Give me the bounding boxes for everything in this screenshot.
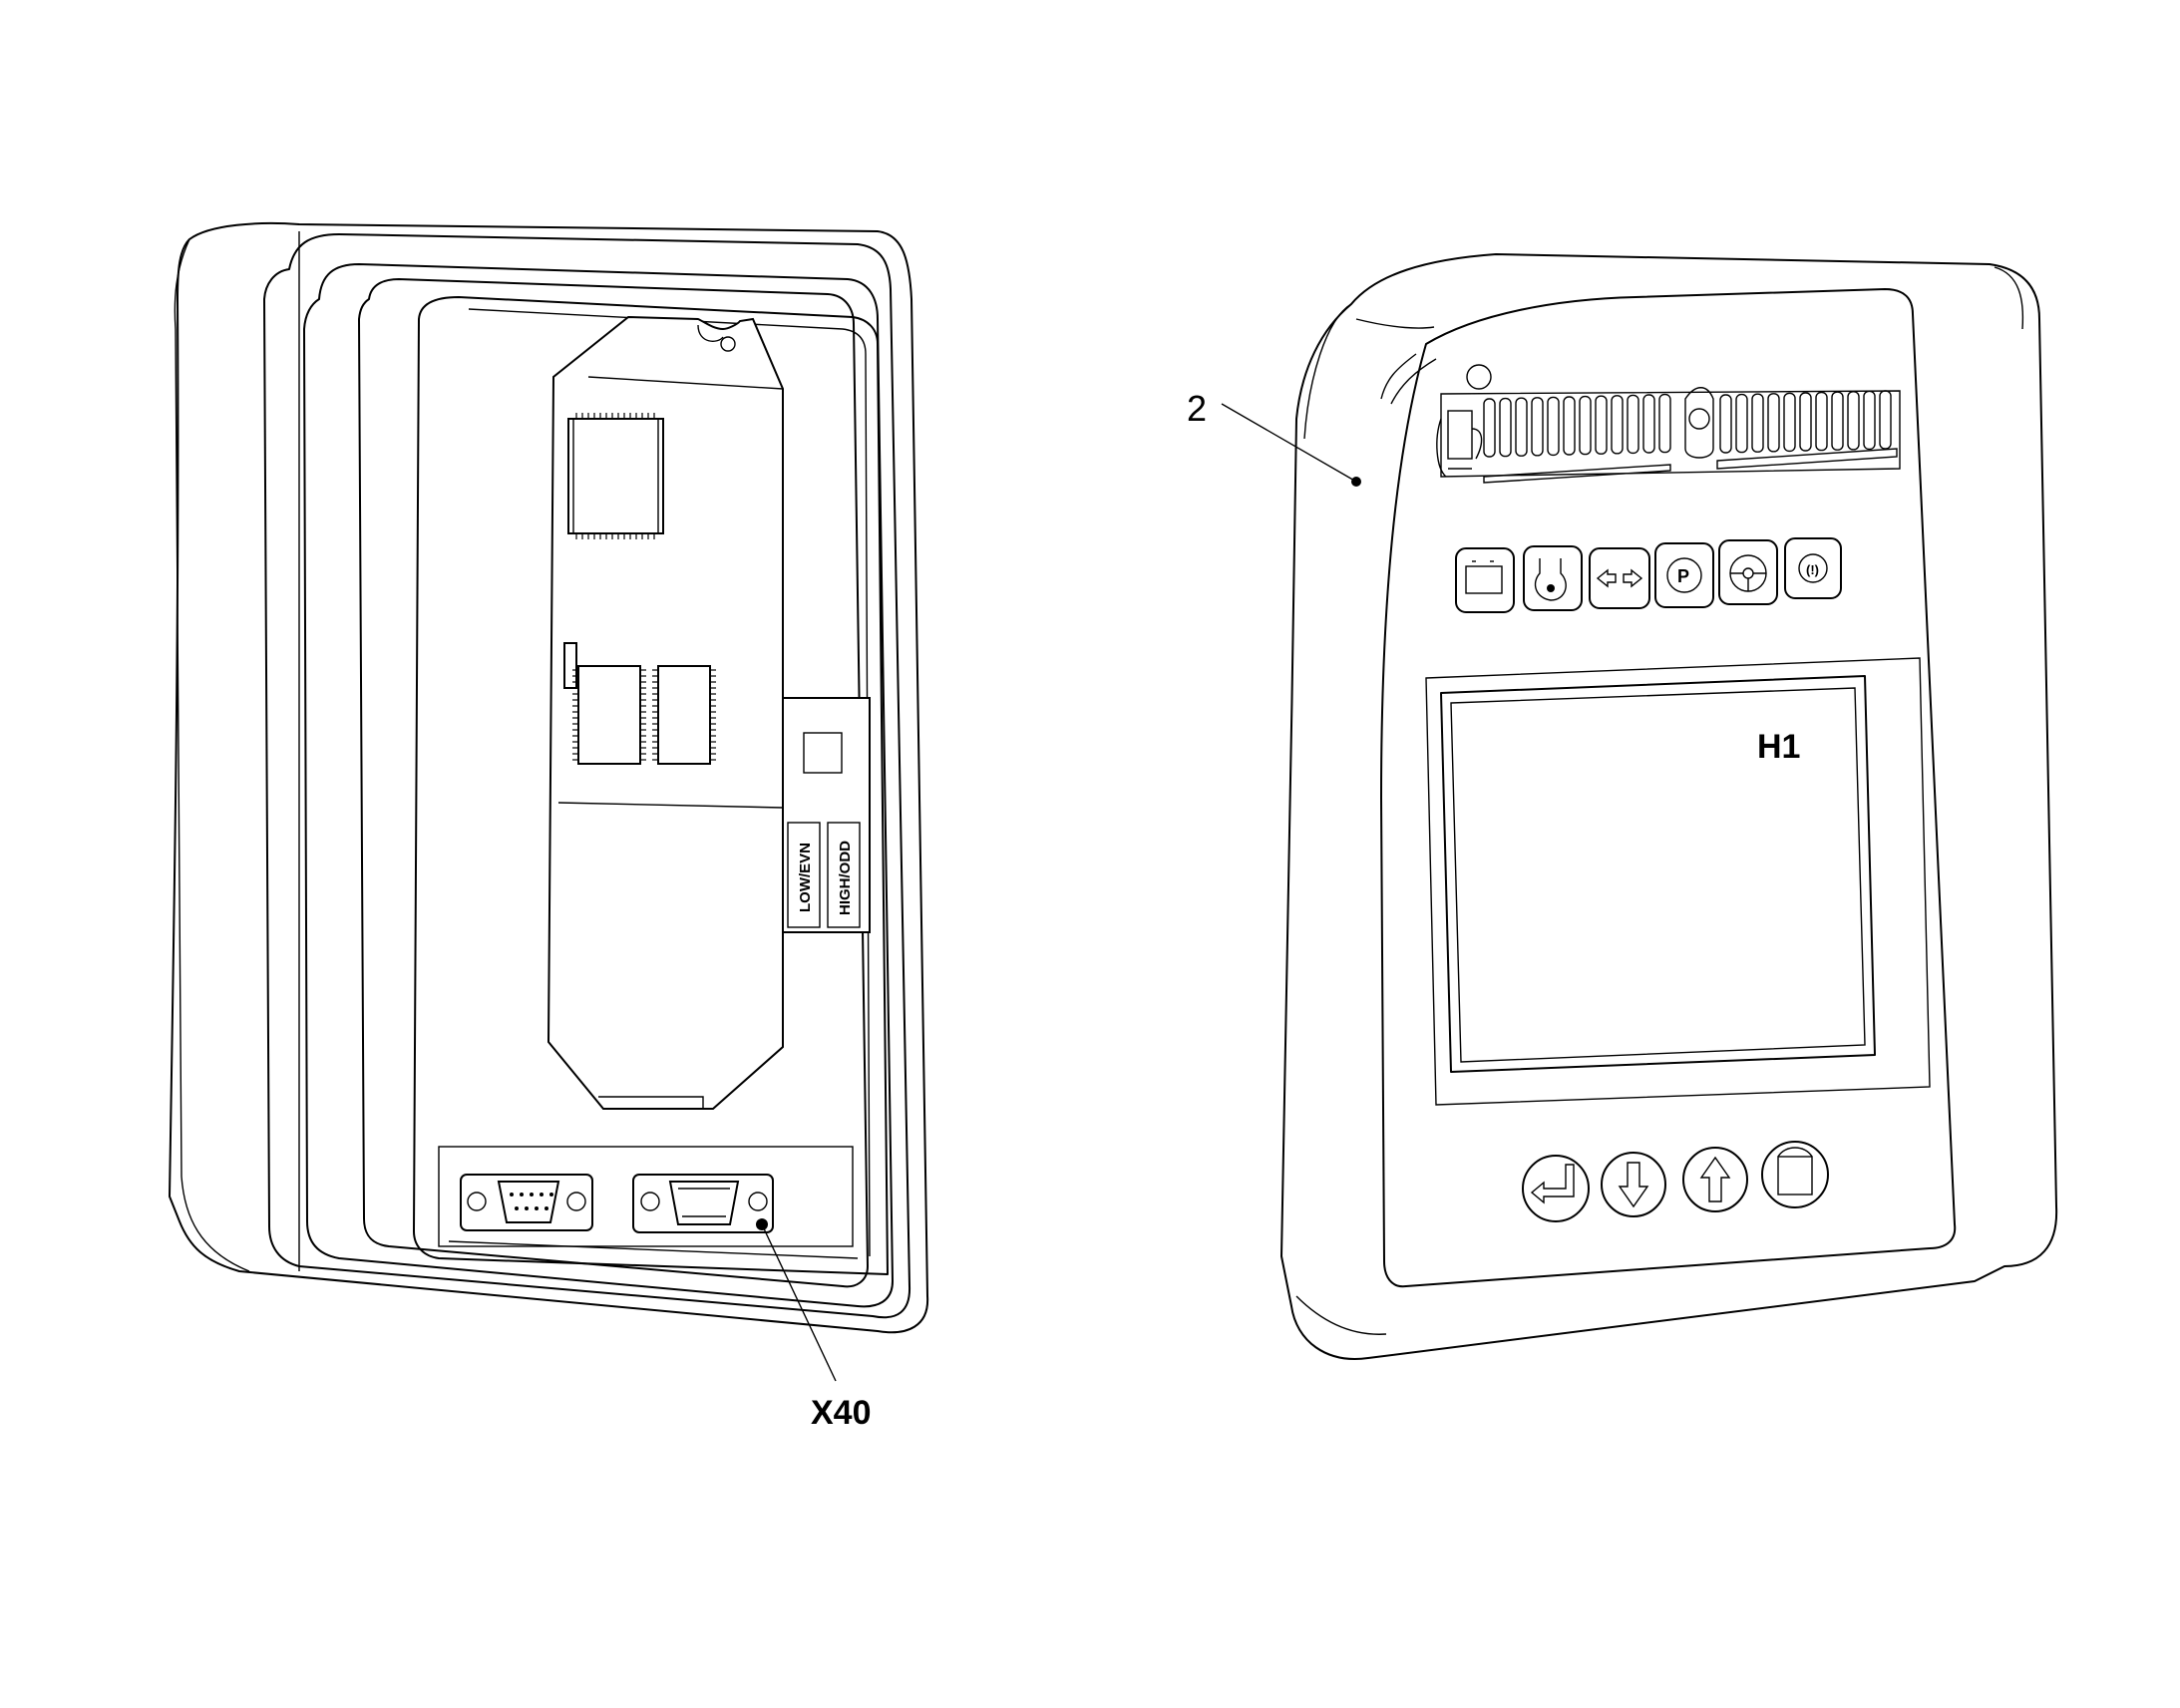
board-label-low-evn: LOW/EVN	[797, 843, 814, 912]
gauge-segment	[1563, 396, 1576, 456]
callout-2-label: 2	[1187, 388, 1207, 429]
gauge-segment	[1831, 391, 1844, 451]
square-key-icon	[1761, 1141, 1829, 1208]
rear-view-unit: LOW/EVN HIGH/ODD X40	[169, 221, 929, 1432]
callout-2: 2	[1187, 388, 1361, 487]
front-view-unit: P (!) H1	[1187, 253, 2058, 1360]
gauge-segment	[1579, 395, 1592, 456]
fuel-gauge-icon	[1447, 410, 1483, 470]
gauge-segment	[1879, 390, 1892, 450]
gauge-strip	[1436, 387, 1901, 484]
pcb-chip-middle-right	[657, 665, 711, 765]
keypad	[1522, 1141, 1829, 1222]
gauge-segment	[1499, 397, 1512, 458]
callout-h1-label: H1	[1757, 728, 1800, 766]
chip-pins	[572, 413, 716, 761]
callout-x40: X40	[756, 1218, 872, 1432]
enter-key-icon	[1522, 1155, 1590, 1222]
oil-pressure-icon	[1523, 545, 1583, 611]
display-h1: H1	[1425, 657, 1931, 1106]
gauge-segment	[1719, 394, 1732, 454]
gauge-segment	[1547, 396, 1560, 457]
pcb-chip-top	[567, 418, 664, 534]
gauge-segment	[1642, 394, 1655, 454]
indicator-row: P (!)	[1455, 537, 1842, 613]
parking-brake-icon: P	[1654, 542, 1714, 608]
turn-signal-icon	[1589, 547, 1650, 609]
gauge-segment	[1847, 391, 1860, 451]
up-arrow-key-icon	[1682, 1147, 1748, 1212]
down-arrow-key-icon	[1601, 1152, 1666, 1217]
gauge-segment	[1531, 397, 1544, 457]
svg-text:P: P	[1677, 566, 1689, 586]
gauge-segment	[1863, 390, 1876, 451]
battery-icon	[1455, 547, 1515, 613]
gauge-segments	[1483, 390, 1892, 458]
board-label-panel: LOW/EVN HIGH/ODD	[782, 697, 871, 933]
svg-text:(!): (!)	[1806, 562, 1819, 577]
gauge-segment	[1611, 395, 1624, 455]
callout-x40-label: X40	[811, 1394, 872, 1432]
x40-connector	[632, 1174, 774, 1233]
gauge-segment	[1815, 391, 1828, 452]
board-label-high-odd: HIGH/ODD	[837, 841, 854, 915]
steering-icon	[1718, 539, 1778, 605]
gauge-segment	[1735, 393, 1748, 454]
gauge-segment	[1783, 392, 1796, 453]
gauge-segment	[1767, 393, 1780, 453]
gauge-segment	[1658, 393, 1671, 454]
gauge-segment	[1799, 392, 1812, 452]
gauge-segment	[1595, 395, 1608, 455]
db9-connector-left	[460, 1174, 593, 1231]
gauge-segment	[1515, 397, 1528, 457]
temperature-gauge-icon	[1684, 387, 1714, 459]
gauge-segment	[1751, 393, 1764, 453]
gauge-segment	[1627, 394, 1639, 455]
brake-warning-icon: (!)	[1784, 537, 1842, 599]
pcb-chip-middle-left	[563, 642, 641, 765]
gauge-segment	[1483, 398, 1496, 458]
